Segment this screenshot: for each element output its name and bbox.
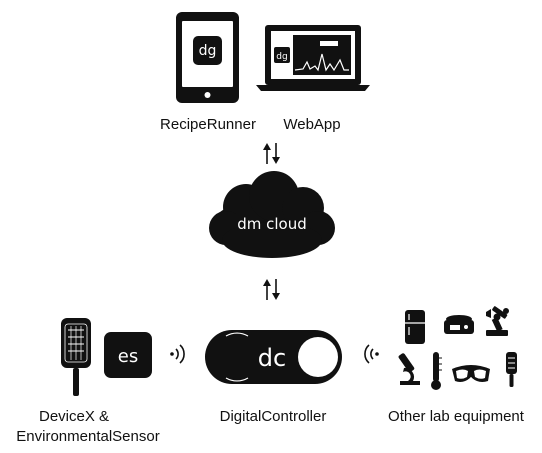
probe-sensor-icon: [506, 352, 517, 387]
sensor-logo: es: [118, 346, 138, 367]
environmental-sensor-icon: es: [104, 332, 152, 378]
label-webapp: WebApp: [283, 116, 340, 133]
devicex-probe-icon: [61, 318, 91, 396]
label-other-lab-equipment: Other lab equipment: [388, 408, 525, 425]
sync-arrows-bottom-icon: [263, 279, 280, 300]
microscope-icon: [398, 353, 420, 385]
controller-logo: dc: [258, 344, 286, 372]
digital-controller-icon: dc: [205, 330, 342, 384]
cloud-icon: [209, 171, 335, 258]
label-environmental-sensor: EnvironmentalSensor: [16, 428, 159, 445]
wireless-signal-left-icon: [170, 344, 185, 364]
hotplate-icon: [444, 315, 474, 334]
sync-arrows-top-icon: [263, 143, 280, 164]
wireless-signal-right-icon: [364, 344, 379, 364]
cloud-label: dm cloud: [237, 215, 307, 233]
thermometer-icon: [431, 352, 442, 390]
tablet-logo: dg: [199, 43, 217, 59]
label-recipe-runner: RecipeRunner: [160, 116, 256, 133]
laptop-icon: dg: [256, 25, 370, 91]
label-devicex: DeviceX &: [39, 408, 109, 425]
fridge-icon: [405, 310, 425, 344]
label-digital-controller: DigitalController: [220, 408, 327, 425]
safety-goggles-icon: [452, 365, 490, 382]
tablet-icon: dg: [176, 12, 239, 103]
laptop-logo: dg: [276, 52, 287, 62]
robot-arm-icon: [486, 306, 509, 336]
